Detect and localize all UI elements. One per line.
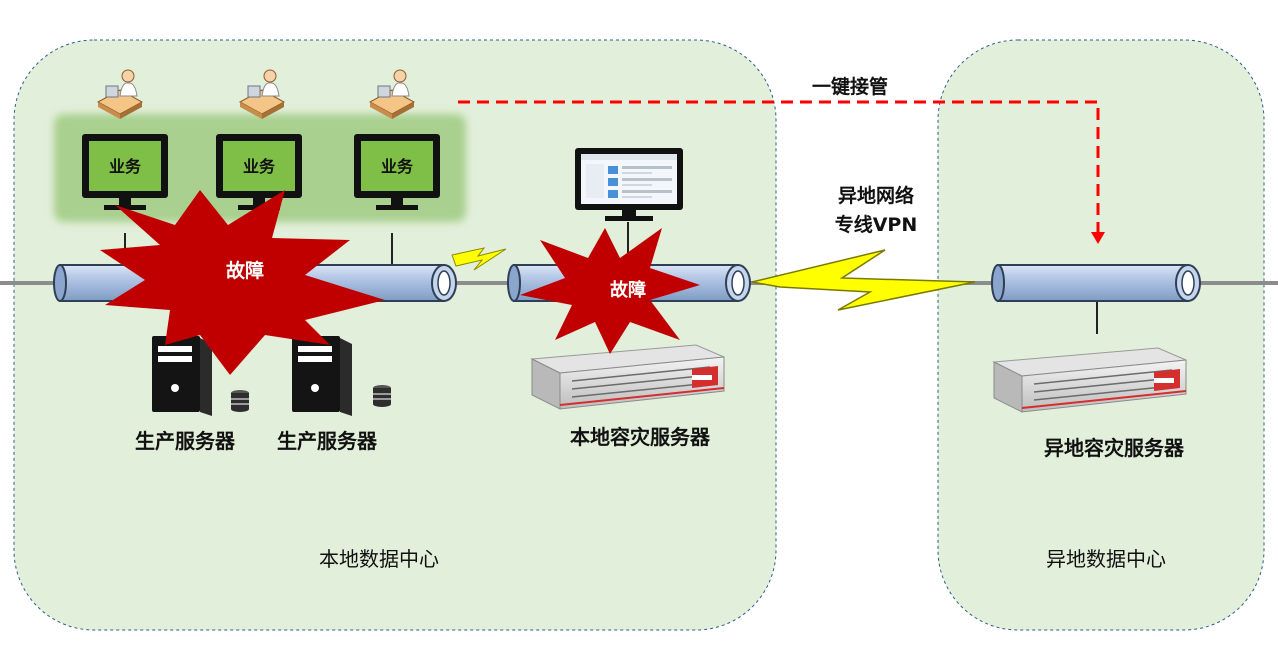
database-icon	[230, 389, 250, 413]
database-icon	[372, 384, 392, 408]
dashboard-monitor-icon	[575, 148, 683, 221]
vpn-label-line1: 异地网络	[838, 184, 914, 207]
remote-datacenter-label: 异地数据中心	[1046, 547, 1166, 571]
tower-server-icon	[292, 336, 352, 416]
remote-datacenter-zone	[937, 39, 1265, 631]
fault-label: 故障	[226, 259, 264, 282]
explosion-icon	[100, 190, 385, 375]
production-server-label: 生产服务器	[277, 429, 378, 453]
fault-label: 故障	[610, 279, 646, 301]
vpn-label-line2: 专线VPN	[835, 213, 918, 236]
explosion-icon	[520, 228, 700, 354]
lightning-icon	[751, 249, 976, 311]
business-label: 业务	[381, 157, 414, 176]
local-dr-server-label: 本地容灾服务器	[570, 425, 711, 449]
business-label: 业务	[109, 157, 142, 176]
production-server-label: 生产服务器	[135, 429, 236, 453]
failover-label: 一键接管	[812, 75, 888, 98]
local-datacenter-label: 本地数据中心	[319, 547, 439, 571]
lightning-icon	[451, 247, 507, 271]
remote-dr-network-pipe	[991, 264, 1201, 302]
remote-dr-server-label: 异地容灾服务器	[1044, 436, 1185, 460]
failover-arrow	[458, 100, 1105, 244]
business-label: 业务	[243, 157, 276, 176]
tower-server-icon	[152, 336, 212, 416]
